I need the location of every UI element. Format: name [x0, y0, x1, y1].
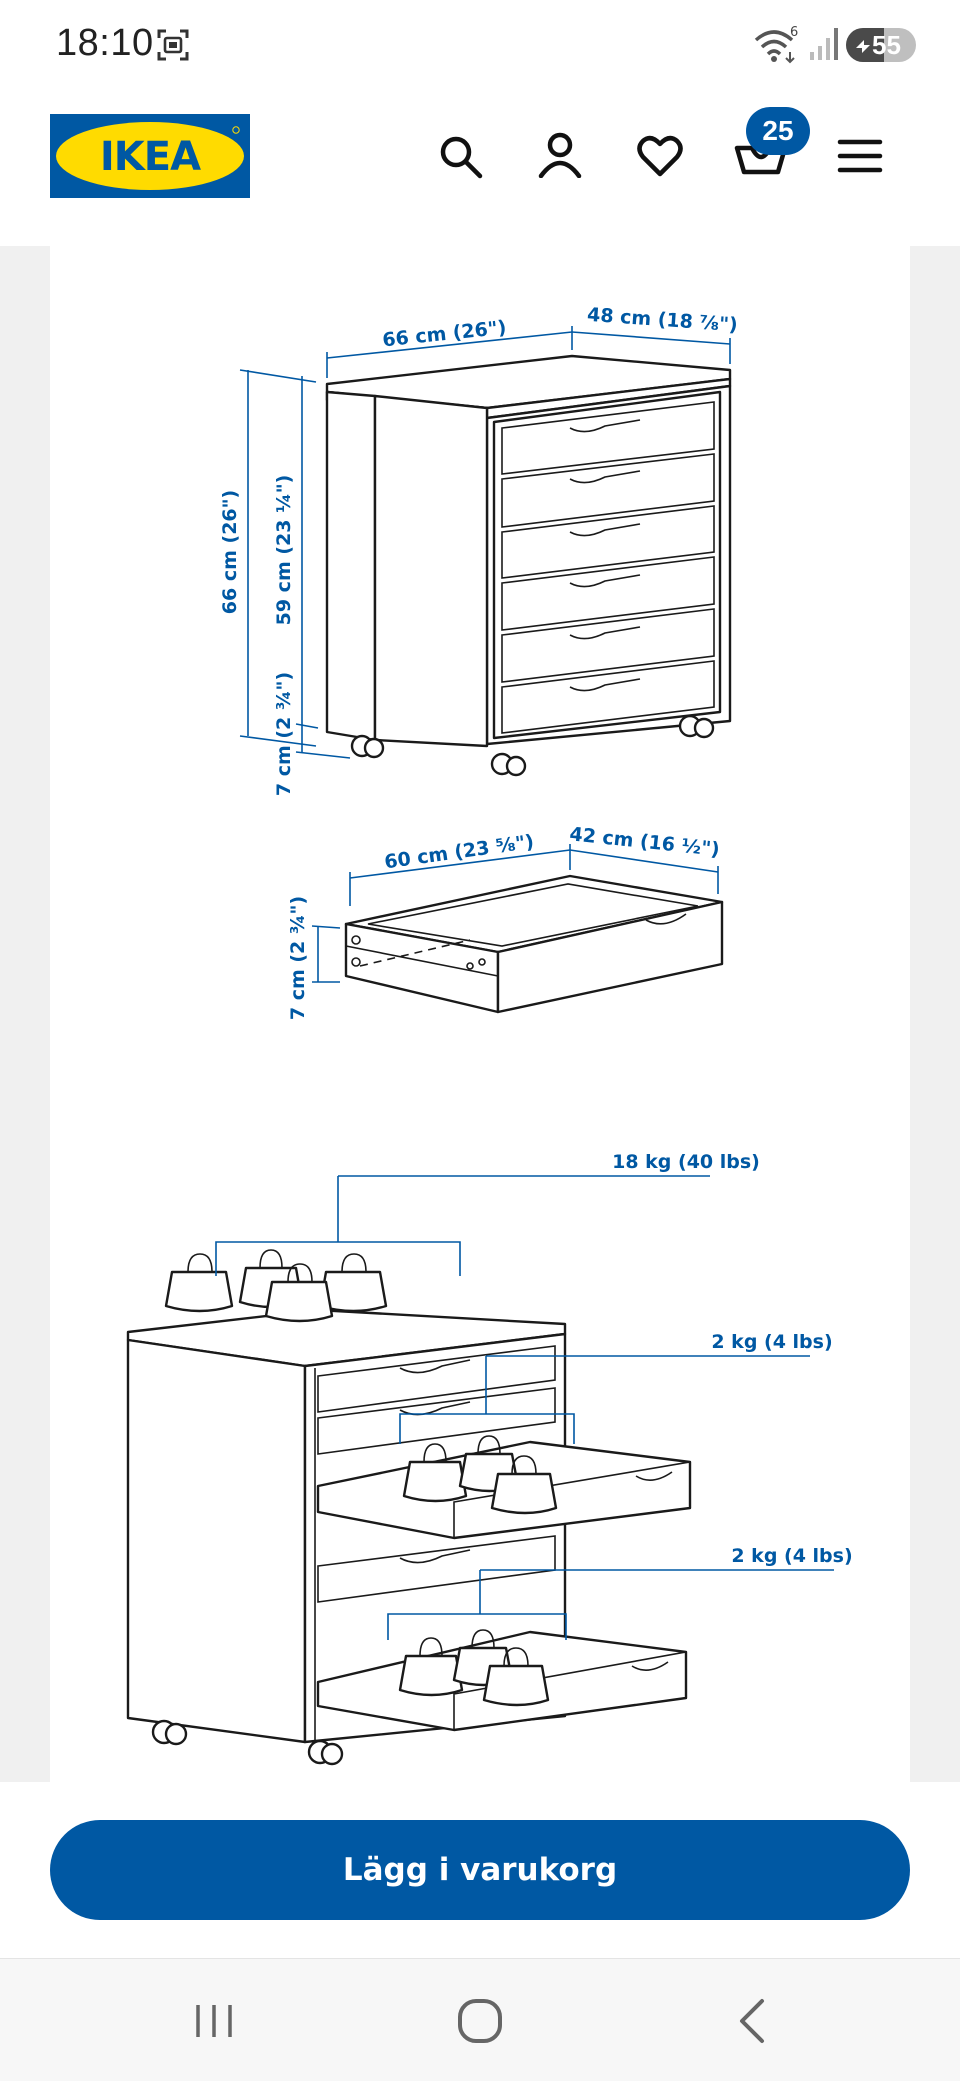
load-lower-drawer-label: 2 kg (4 lbs): [731, 1545, 852, 1567]
caster-height-label: 7 cm (2 ¾"): [273, 672, 295, 796]
battery-level: 55: [872, 30, 901, 60]
drawer-width-label: 60 cm (23 ⅝"): [383, 831, 535, 874]
add-to-cart-button[interactable]: Lägg i varukorg: [50, 1820, 910, 1920]
cabinet-dimension-lines: [239, 326, 731, 759]
battery-icon: [846, 28, 916, 62]
search-icon[interactable]: [436, 132, 484, 180]
cart-count-badge: 25: [746, 107, 810, 155]
home-icon[interactable]: [450, 1993, 510, 2049]
drawer-dimension-lines: [311, 844, 719, 983]
drawer-height-label: 7 cm (2 ¾"): [287, 896, 309, 1020]
load-upper-drawer-label: 2 kg (4 lbs): [711, 1331, 832, 1353]
status-bar: 18:10 6 55: [0, 0, 960, 92]
weights-top: [164, 1249, 388, 1323]
wifi-icon: 6: [754, 25, 798, 64]
recent-apps-icon[interactable]: [184, 1993, 244, 2049]
heart-icon[interactable]: [636, 132, 684, 180]
account-icon[interactable]: [536, 130, 584, 178]
back-icon[interactable]: [722, 1993, 782, 2049]
weights-upper-drawer: [402, 1435, 558, 1515]
cabinet-height-label: 66 cm (26"): [219, 490, 241, 614]
cabinet-drawing: [325, 354, 732, 777]
cabinet-depth-label: 48 cm (18 ⅞"): [586, 304, 738, 336]
weights-lower-drawer: [398, 1629, 550, 1707]
load-top-label: 18 kg (40 lbs): [612, 1151, 760, 1173]
android-nav-bar: [0, 1958, 960, 2081]
cta-area: Lägg i varukorg: [0, 1782, 960, 1958]
load-capacity-drawing: [126, 1249, 692, 1766]
cabinet-body-height-label: 59 cm (23 ¼"): [273, 475, 295, 626]
ikea-logo[interactable]: IKEA: [50, 114, 250, 198]
menu-icon[interactable]: [836, 132, 884, 180]
drawer-depth-label: 42 cm (16 ½"): [569, 823, 721, 861]
product-dimension-image[interactable]: 66 cm (26") 48 cm (18 ⅞") 66 cm (26") 59…: [50, 246, 910, 1782]
wifi-badge: 6: [790, 25, 798, 40]
screenshot-icon: [157, 29, 189, 61]
svg-text:IKEA: IKEA: [100, 134, 201, 180]
drawer-drawing: [344, 874, 724, 1014]
header: IKEA 25: [0, 92, 960, 242]
signal-icon: [810, 28, 838, 60]
status-time: 18:10: [56, 22, 154, 64]
load-callout-lines: [215, 1175, 834, 1640]
dimension-diagram: 66 cm (26") 48 cm (18 ⅞") 66 cm (26") 59…: [126, 304, 853, 1766]
